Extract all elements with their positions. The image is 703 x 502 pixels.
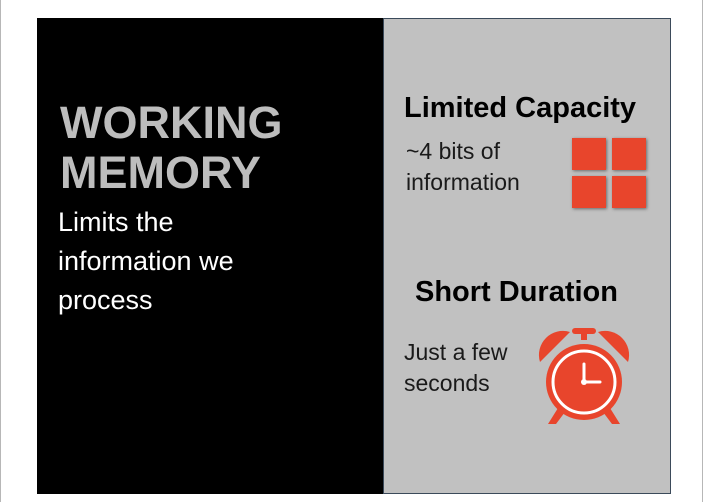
grid-of-four-squares-icon	[572, 138, 648, 210]
title-line-2: MEMORY	[60, 147, 261, 198]
subtitle-line-1: Limits the	[58, 207, 174, 237]
grid-square-bottom-left	[572, 176, 606, 208]
capacity-text-line-1: ~4 bits of	[406, 138, 500, 164]
duration-heading: Short Duration	[415, 276, 618, 308]
slide-title: WORKING MEMORY	[60, 98, 360, 198]
capacity-text-line-2: information	[406, 169, 520, 195]
capacity-heading: Limited Capacity	[404, 92, 637, 124]
alarm-clock-icon	[538, 328, 630, 424]
duration-text-line-1: Just a few	[404, 339, 508, 365]
duration-text-line-2: seconds	[404, 370, 490, 396]
left-panel: WORKING MEMORY Limits the information we…	[37, 18, 383, 494]
capacity-text: ~4 bits of information	[406, 136, 556, 198]
slide-subtitle: Limits the information we process	[58, 203, 358, 320]
slide: WORKING MEMORY Limits the information we…	[37, 18, 671, 494]
right-panel: Limited Capacity ~4 bits of information …	[383, 18, 671, 494]
grid-square-top-left	[572, 138, 606, 170]
subtitle-line-3: process	[58, 285, 153, 315]
grid-square-bottom-right	[612, 176, 646, 208]
title-line-1: WORKING	[60, 97, 283, 148]
duration-text: Just a few seconds	[404, 337, 554, 399]
subtitle-line-2: information we	[58, 246, 234, 276]
grid-square-top-right	[612, 138, 646, 170]
